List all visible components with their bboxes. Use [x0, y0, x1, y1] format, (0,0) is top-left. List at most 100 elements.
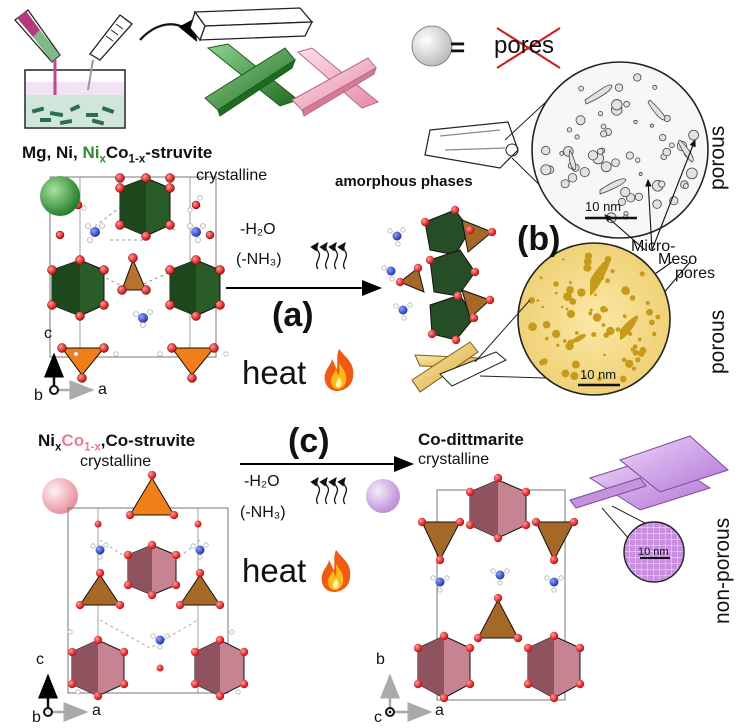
pore-dot — [669, 142, 675, 149]
pore-dot — [635, 157, 641, 163]
struvite-structure-top — [47, 173, 229, 383]
pore-dot — [601, 323, 606, 327]
meso-pores-label: Meso — [658, 251, 698, 268]
pore-dot — [565, 307, 569, 311]
pore-dot — [606, 326, 615, 336]
legend-equals: = — [450, 32, 466, 62]
pore-dot — [553, 281, 559, 287]
pores-cross-line-2 — [496, 27, 561, 69]
pore-dot — [621, 286, 630, 295]
side-label-nonporous: non-porous — [711, 517, 734, 624]
prism-crystal — [189, 7, 314, 42]
reaction-b-tag: (b) — [517, 220, 561, 258]
synthesis-arrow — [139, 18, 198, 42]
axis-c-label-top: c — [44, 325, 52, 342]
pore-dot — [652, 199, 662, 209]
pore-dot — [639, 346, 647, 354]
pore-dot — [577, 288, 586, 297]
beaker-illustration — [14, 9, 133, 129]
pore-dot — [566, 309, 575, 319]
nonporous-zoom — [623, 521, 685, 583]
struvite-title: Mg, Ni, NixCo1-x-struvite — [22, 143, 213, 166]
pore-dot — [559, 151, 565, 156]
co-struvite-title: NixCo1-x,Co-struvite — [38, 431, 196, 454]
pore-dot — [597, 110, 604, 117]
pore-dot — [574, 134, 580, 140]
pore-dot — [637, 337, 642, 342]
pore-dot — [566, 127, 573, 133]
pore-dot — [561, 369, 570, 378]
pore-dot — [633, 119, 638, 125]
pore-dot — [639, 271, 645, 277]
pore-dot — [688, 129, 699, 141]
pore-dot — [528, 322, 537, 332]
pore-dot — [584, 252, 593, 260]
legend-pores-label: pores — [494, 32, 555, 59]
pore-dot — [614, 83, 624, 92]
reaction-c-nh3: (-NH₃) — [240, 504, 286, 521]
pore-dot — [540, 164, 552, 176]
pore-dot — [619, 375, 627, 383]
pore-dot — [578, 85, 584, 92]
pore-dot — [593, 293, 597, 297]
pore-dot — [629, 361, 633, 365]
pore-dot — [646, 308, 654, 316]
pore-dot — [587, 150, 599, 161]
pore-dot — [583, 257, 592, 266]
pore-dot — [632, 344, 638, 350]
pore-dot — [591, 331, 597, 337]
pore-dot — [631, 366, 637, 371]
pore-dot — [603, 353, 606, 357]
porous-zoom-grey — [531, 61, 709, 239]
pore-dot — [542, 321, 551, 329]
pore-dot — [621, 357, 627, 363]
pore-dot — [625, 151, 634, 160]
axes-indicator-middle — [38, 673, 89, 722]
pore-dot — [560, 305, 564, 309]
pore-dot — [544, 336, 549, 341]
amorphous-structure — [381, 205, 497, 345]
pore-dot — [528, 297, 536, 304]
amorphous-label: amorphous phases — [335, 173, 473, 190]
pore-dot — [655, 314, 661, 320]
pore-dot — [566, 286, 574, 294]
pore-dot — [611, 158, 620, 167]
pore-dot — [683, 183, 689, 189]
heat-label-a: heat — [242, 354, 307, 391]
pore-dot — [638, 172, 643, 176]
pore-dot — [600, 305, 607, 313]
pore-dot — [592, 313, 602, 322]
pore-dot — [574, 331, 579, 335]
axes-indicator-top — [44, 352, 95, 400]
axis-a-label-right: a — [435, 702, 444, 719]
flame-icon-a — [324, 349, 354, 391]
pore-dot — [625, 359, 634, 368]
ni-struvite-sphere — [40, 176, 80, 216]
reaction-c-h2o: -H₂O — [244, 473, 280, 490]
pore-dot — [659, 133, 667, 142]
pore-dot — [583, 375, 587, 379]
amorphous-shard-grey — [424, 121, 519, 169]
pore-dot — [568, 281, 572, 285]
pore-dot — [563, 292, 572, 302]
pore-dot — [579, 167, 590, 178]
pore-dot — [539, 359, 546, 366]
scale-bar-label-grey: 10 nm — [585, 199, 622, 214]
pore-dot — [600, 130, 608, 138]
pore-dot — [589, 308, 593, 312]
reaction-a-tag: (a) — [272, 296, 314, 334]
co-struvite-sphere — [42, 478, 78, 514]
pore-dot — [536, 299, 540, 303]
micro-pores-label: Micro- — [631, 238, 676, 255]
pore-dot — [597, 376, 602, 382]
side-label-porous-1: porous — [706, 125, 729, 190]
pore-dot — [610, 269, 615, 274]
pore-dot — [600, 123, 607, 130]
pore-dot — [635, 357, 641, 363]
co-struvite-structure — [67, 470, 249, 701]
pore-dot — [633, 73, 642, 82]
axis-a-label-top: a — [98, 381, 107, 398]
crystalline-label-middle: crystalline — [80, 453, 152, 470]
pore-dot — [567, 173, 578, 183]
